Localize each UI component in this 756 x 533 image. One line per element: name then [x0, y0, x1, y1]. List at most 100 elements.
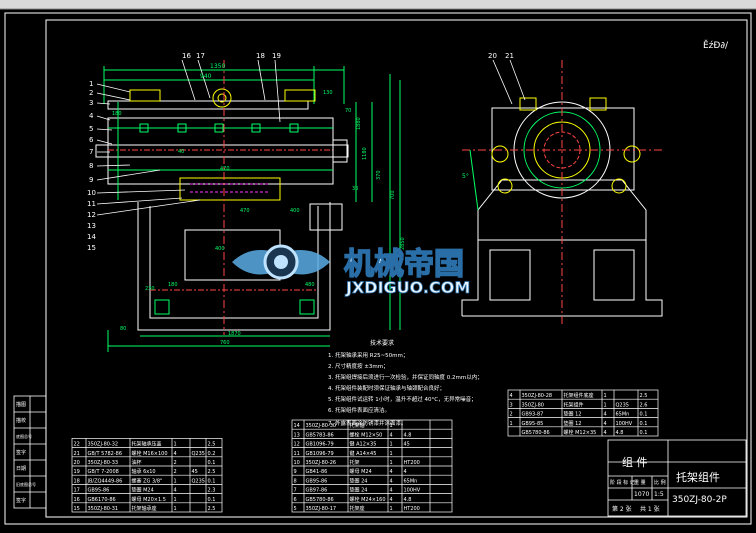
- parts-cell-wt: 0.1: [208, 478, 216, 484]
- parts-cell-name: 托架轴: [350, 422, 365, 429]
- parts-cell-name: 垫圈 24: [350, 487, 368, 494]
- parts-cell-qty: 1: [174, 497, 177, 503]
- balloon-18: 18: [256, 52, 265, 60]
- balloon-10: 10: [87, 189, 96, 197]
- dim-130: 130: [323, 90, 333, 96]
- parts-cell-qty: 1: [390, 506, 393, 512]
- balloon-15: 15: [87, 244, 96, 252]
- dim-470: 470: [220, 166, 230, 172]
- parts-cell-qty: 2: [174, 469, 177, 475]
- parts-cell-no: 16: [74, 497, 80, 503]
- parts-cell-mat: HT200: [404, 460, 420, 466]
- parts-cell-qty: 4: [390, 432, 393, 438]
- parts-cell-mat: Q235: [616, 402, 629, 408]
- parts-cell-no: 21: [74, 451, 80, 457]
- parts-cell-code: GB5783-86: [306, 432, 334, 438]
- balloon-1: 1: [89, 80, 93, 88]
- note-line-3: 3. 托架组焊接后须进行一次检验，并保证同轴度 0.2mm以内；: [328, 373, 483, 381]
- note-line-2: 2. 尺寸精度按 ±3mm；: [328, 362, 389, 370]
- parts-cell-no: 14: [294, 423, 300, 429]
- parts-cell-mat: Q235: [192, 478, 205, 484]
- title-scale: 1:5: [654, 491, 664, 498]
- parts-cell-name: 轴承 6x10: [132, 468, 156, 475]
- parts-cell-code: GB/T 7-2008: [88, 469, 119, 475]
- title-scale-label: 比 例: [654, 479, 666, 486]
- balloon-7: 7: [89, 148, 93, 156]
- parts-cell-name: 垫圈 12: [564, 420, 582, 427]
- title-block: [607, 439, 747, 517]
- front-view-leaders: [96, 59, 281, 216]
- parts-cell-no: 9: [294, 469, 297, 475]
- parts-cell-mat: Q235: [192, 451, 205, 457]
- parts-cell-qty: 4: [390, 497, 393, 503]
- dim-940: 940: [200, 73, 212, 80]
- dim-230: 230: [145, 286, 155, 292]
- title-name: 托架组件: [676, 470, 720, 484]
- balloon-6: 6: [89, 136, 94, 144]
- parts-cell-wt: 0.1: [640, 421, 648, 427]
- balloon-12: 12: [87, 211, 96, 219]
- parts-cell-no: 18: [74, 478, 80, 484]
- parts-cell-qty: 4: [604, 421, 607, 427]
- parts-cell-mat: 65Mn: [616, 412, 630, 418]
- parts-cell-code: GB95-85: [522, 421, 544, 427]
- note-line-5: 5. 托架组件试运转 1小时，温升不超过 40°C，无异常噪音；: [328, 395, 477, 403]
- margin-label-4: 签字: [16, 449, 26, 456]
- balloon-9: 9: [89, 176, 93, 184]
- parts-cell-qty: 4: [174, 488, 177, 494]
- margin-label-6: 旧底图总号: [16, 481, 36, 487]
- parts-cell-wt: 2.5: [208, 506, 216, 512]
- parts-cell-no: 6: [294, 497, 297, 503]
- parts-cell-qty: 1: [604, 393, 607, 399]
- parts-cell-no: 17: [74, 488, 80, 494]
- parts-cell-name: 螺母 M20×1.5: [132, 496, 166, 503]
- parts-cell-code: 350ZJ-80-30: [306, 423, 337, 429]
- watermark-en: JXDIGUO.COM: [345, 278, 470, 297]
- parts-cell-qty: 1: [390, 423, 393, 429]
- parts-cell-qty: 1: [390, 442, 393, 448]
- parts-cell-code: GB5780-86: [522, 430, 550, 436]
- parts-cell-code: GB1096-79: [306, 442, 334, 448]
- parts-cell-code: 350ZJ-80: [522, 402, 544, 408]
- parts-cell-code: 350ZJ-80-33: [88, 460, 119, 466]
- parts-cell-qty: 1: [390, 451, 393, 457]
- balloon-4: 4: [89, 112, 94, 120]
- parts-cell-mat: 4: [404, 469, 407, 475]
- parts-cell-no: 7: [294, 488, 297, 494]
- balloon-17: 17: [196, 52, 205, 60]
- dim-80: 80: [120, 326, 126, 332]
- parts-cell-mat: 4.8: [404, 432, 412, 438]
- watermark: 机械帝国 JXDIGUO.COM: [232, 244, 471, 297]
- parts-cell-qty: 4: [390, 469, 393, 475]
- dim-1180: 1180: [362, 147, 368, 160]
- parts-cell-code: GB6170-86: [88, 497, 116, 503]
- parts-cell-code: 350ZJ-80-28: [522, 393, 553, 399]
- parts-cell-mat: HT200: [404, 506, 420, 512]
- title-total: 共 1 张: [640, 505, 660, 513]
- parts-cell-no: 10: [294, 460, 300, 466]
- parts-cell-name: 螺母 M24: [350, 468, 372, 475]
- balloon-8: 8: [89, 162, 93, 170]
- parts-cell-name: 垫圈 M24: [132, 487, 154, 494]
- title-weight-label: 重 量: [634, 479, 646, 486]
- parts-cell-no: 15: [74, 506, 80, 512]
- dim-180: 180: [112, 111, 122, 117]
- parts-cell-mat: 4.8: [616, 430, 624, 436]
- watermark-logo-icon: [232, 244, 330, 280]
- parts-cell-wt: 2.5: [208, 469, 216, 475]
- balloon-11: 11: [87, 200, 96, 208]
- parts-cell-code: 350ZJ-80-31: [88, 506, 119, 512]
- parts-cell-wt: 2.5: [640, 393, 648, 399]
- parts-cell-wt: 0.1: [640, 412, 648, 418]
- parts-cell-mat: 45: [192, 469, 198, 475]
- note-line-4: 4. 托架组件装配时须保证轴承与轴颈配合良好；: [328, 384, 445, 392]
- parts-cell-wt: 0.2: [208, 451, 216, 457]
- notes-title: 技术要求: [370, 339, 394, 347]
- dim-400: 400: [215, 246, 225, 252]
- margin-label-3: 底图总号: [16, 433, 32, 439]
- parts-cell-mat: 65Mn: [404, 478, 418, 484]
- dim-760: 760: [220, 340, 230, 346]
- title-sheet: 第 2 张: [612, 505, 632, 513]
- parts-cell-name: 螺栓 M16×100: [132, 450, 168, 457]
